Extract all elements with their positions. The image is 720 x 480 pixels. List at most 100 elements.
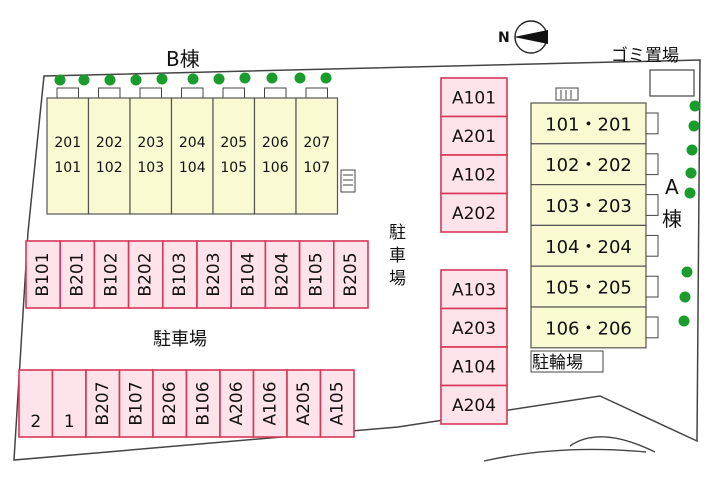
- parking-space-label: A103: [452, 280, 496, 300]
- parking-space: [286, 369, 322, 438]
- parking-space-label: B101: [33, 252, 53, 296]
- parking-space-label: B204: [273, 252, 293, 296]
- stair-icon: [340, 169, 356, 193]
- b-unit-upper: 205: [220, 135, 247, 151]
- parking-space-label: A204: [452, 396, 496, 416]
- tree-icon: [684, 187, 696, 199]
- b-unit: [46, 97, 90, 215]
- tree-icon: [239, 72, 251, 84]
- a-balcony: [645, 234, 659, 257]
- tree-icon: [686, 144, 698, 156]
- a-unit: [530, 265, 647, 308]
- building-a: 101・201102・202103・203104・204105・205106・2…: [530, 102, 659, 349]
- road-line-1: [483, 448, 647, 462]
- building-b-label: B棟: [166, 47, 200, 71]
- parking-space: [51, 369, 87, 438]
- parking-space: [440, 384, 508, 425]
- tree-icon: [681, 266, 693, 278]
- a-unit-label: 102・202: [545, 155, 632, 176]
- parking-space: [440, 346, 508, 387]
- parking-space-label: 1: [64, 412, 75, 432]
- parking-space: [127, 240, 164, 309]
- parking-center-char-3: 場: [389, 269, 406, 289]
- b-unit-upper: 201: [54, 135, 81, 151]
- parking-space: [85, 369, 121, 438]
- b-unit-lower: 106: [262, 160, 289, 176]
- tree-icon: [688, 120, 700, 132]
- b-unit-upper: 202: [96, 135, 123, 151]
- a-unit: [530, 184, 647, 227]
- parking-space-label: B205: [341, 252, 361, 296]
- tree-icon: [78, 74, 90, 86]
- parking-space-label: B107: [126, 381, 146, 425]
- parking-space: [118, 369, 154, 438]
- parking-space-label: B201: [67, 252, 87, 296]
- b-balcony: [181, 87, 204, 99]
- parking-space-label: B104: [238, 252, 258, 296]
- tree-icon: [54, 74, 66, 86]
- b-unit-lower: 103: [137, 160, 164, 176]
- parking-space-label: B207: [93, 381, 113, 425]
- parking-space: [185, 369, 221, 438]
- a-unit-label: 104・204: [545, 237, 632, 258]
- trees: [54, 72, 701, 327]
- bottom-parking-row: 2 1 B207 B107 B206 B106 A206 A106 A205 A105: [18, 369, 355, 438]
- b-unit: [170, 97, 214, 215]
- a-unit-label: 106・206: [545, 318, 632, 339]
- parking-space-label: B106: [193, 381, 213, 425]
- a-unit-label: 105・205: [545, 278, 632, 299]
- garbage-area-label: ゴミ置場: [611, 45, 679, 66]
- parking-left-label: 駐車場: [153, 329, 207, 350]
- garbage-area-box: [649, 69, 695, 97]
- b-balcony: [98, 87, 121, 99]
- parking-center-char-1: 駐: [389, 223, 406, 243]
- parking-space: [252, 369, 288, 438]
- b-unit: [129, 97, 173, 215]
- parking-space-label: A202: [452, 204, 496, 224]
- tree-icon: [104, 74, 116, 86]
- parking-space-label: B206: [160, 381, 180, 425]
- parking-space: [440, 115, 508, 156]
- b-unit-lower: 101: [54, 160, 81, 176]
- b-unit: [87, 97, 131, 215]
- parking-space-label: A104: [452, 357, 496, 377]
- b-unit-lower: 105: [220, 160, 247, 176]
- parking-space-label: A105: [327, 381, 347, 425]
- b-unit-upper: 203: [137, 135, 164, 151]
- parking-space-label: A206: [227, 381, 247, 425]
- building-a-label: A: [665, 175, 679, 199]
- building-a-label-2: 棟: [662, 207, 682, 231]
- parking-space: [93, 240, 130, 309]
- tree-icon: [678, 315, 690, 327]
- parking-space: [230, 240, 267, 309]
- tree-icon: [156, 73, 168, 85]
- b-balcony: [264, 87, 287, 99]
- parking-space-label: B102: [102, 252, 122, 296]
- tree-icon: [679, 291, 691, 303]
- parking-space-label: 2: [30, 412, 41, 432]
- b-balcony: [56, 87, 79, 99]
- parking-space-label: A201: [452, 127, 496, 147]
- a-balcony: [645, 316, 659, 339]
- parking-space-label: A106: [260, 381, 280, 425]
- building-b: 2011012021022031032041042051052061062071…: [46, 87, 339, 215]
- b-unit-upper: 204: [179, 135, 206, 151]
- parking-space-label: B203: [204, 252, 224, 296]
- parking-space: [440, 192, 508, 233]
- a-unit: [530, 143, 647, 186]
- b-unit-lower: 104: [179, 160, 206, 176]
- parking-space-label: B202: [136, 252, 156, 296]
- tree-icon: [130, 74, 142, 86]
- bicycle-parking-box: [530, 350, 604, 373]
- b-balcony: [222, 87, 245, 99]
- parking-space-label: A203: [452, 319, 496, 339]
- north-compass-icon: N: [498, 20, 548, 54]
- a-unit: [530, 306, 647, 349]
- b-unit: [295, 97, 339, 215]
- parking-space-label: A101: [452, 88, 496, 108]
- parking-space-label: A205: [294, 381, 314, 425]
- tree-icon: [266, 72, 278, 84]
